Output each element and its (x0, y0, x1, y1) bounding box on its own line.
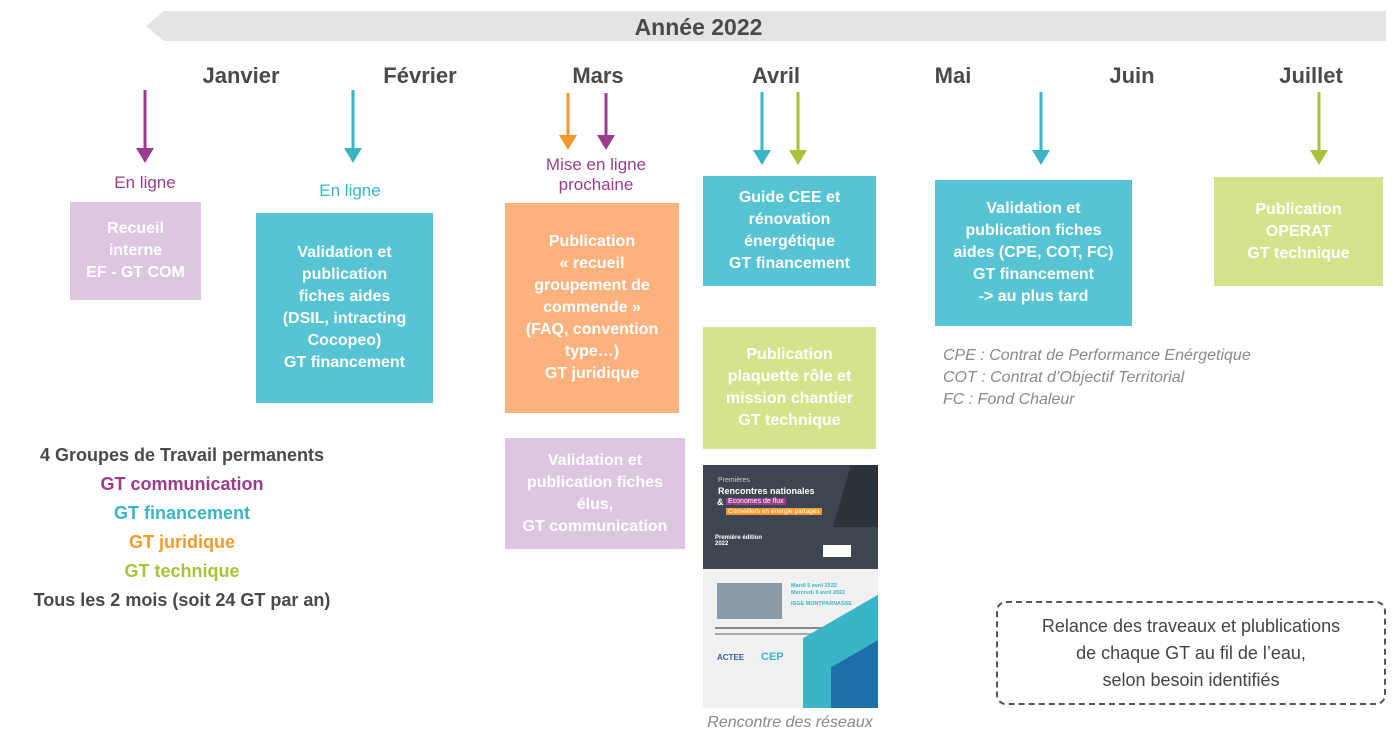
group-juridique: GT juridique (129, 532, 235, 552)
group-communication: GT communication (100, 474, 264, 494)
relance-box: Relance des traveaux et plublications de… (996, 601, 1386, 705)
arrow-down-icon (1032, 92, 1050, 165)
status-label-mars: Mise en ligne prochaine (545, 155, 647, 194)
arrow-down-icon (1310, 92, 1328, 165)
month-mai: Mai (934, 63, 972, 88)
brochure-place: ISGE MONTPARNASSE (791, 601, 853, 607)
month-janvier: Janvier (202, 63, 280, 88)
groups-frequency: Tous les 2 mois (soit 24 GT par an) (33, 590, 331, 610)
note-line: CPE : Contrat de Performance Enérgetique (943, 347, 1251, 364)
card-guide-cee: Guide CEE et rénovation énergétique GT f… (703, 176, 876, 286)
month-juin: Juin (1109, 63, 1155, 88)
groups-legend: 4 Groupes de Travail permanents GT commu… (0, 441, 364, 615)
status-label-janvier: En ligne (114, 173, 176, 192)
brochure-edition: Première édition 2022 (715, 535, 763, 547)
card-recueil-interne: Recueil interne EF - GT COM (70, 202, 201, 300)
brochure-kicker: Premières (718, 477, 750, 484)
card-publication-operat: Publication OPERAT GT technique (1214, 177, 1383, 286)
arrow-down-icon (136, 90, 154, 163)
status-label-fevrier: En ligne (319, 181, 381, 200)
group-technique: GT technique (124, 561, 240, 581)
card-plaquette: Publication plaquette rôle et mission ch… (703, 327, 876, 449)
abbreviation-notes: CPE : Contrat de Performance Enérgetique… (943, 345, 1343, 411)
year-title: Année 2022 (634, 14, 763, 40)
group-financement: GT financement (113, 503, 251, 523)
brochure-title: Rencontres nationales (718, 486, 815, 496)
brochure-logo-cep: CEP (761, 651, 784, 663)
arrow-down-icon (597, 93, 615, 150)
brochure-caption: Rencontre des réseaux (707, 714, 873, 731)
timeline-bar (146, 11, 1386, 41)
month-avril: Avril (751, 63, 801, 88)
brochure-tag-economes: Economes de flux (726, 498, 786, 505)
month-juillet: Juillet (1279, 63, 1343, 88)
brochure-dates: Mardi 5 avril 2022 Mercredi 6 avril 2022 (791, 583, 846, 596)
month-mars: Mars (572, 63, 624, 88)
arrow-down-icon (753, 92, 771, 165)
arrow-down-icon (559, 93, 577, 150)
card-validation-cpe-cot-fc: Validation et publication fiches aides (… (935, 180, 1132, 326)
arrow-down-icon (344, 90, 362, 163)
month-fevrier: Février (383, 63, 457, 88)
groups-title: 4 Groupes de Travail permanents (39, 445, 325, 465)
brochure-tag-conseillers: Conseillers en énergie partagés (726, 508, 822, 515)
card-validation-fiches-aides: Validation et publication fiches aides (… (256, 213, 433, 403)
brochure-logo-actee: ACTEE (717, 653, 745, 662)
note-line: COT : Contrat d’Objectif Territorial (943, 369, 1185, 386)
card-validation-fiches-elus: Validation et publication fiches élus, G… (505, 438, 685, 549)
arrow-down-icon (789, 92, 807, 165)
card-publication-recueil: Publication « recueil groupement de comm… (505, 203, 679, 413)
brochure-thumbnail: Premières Rencontres nationales & Econom… (703, 465, 878, 708)
note-line: FC : Fond Chaleur (943, 391, 1075, 408)
